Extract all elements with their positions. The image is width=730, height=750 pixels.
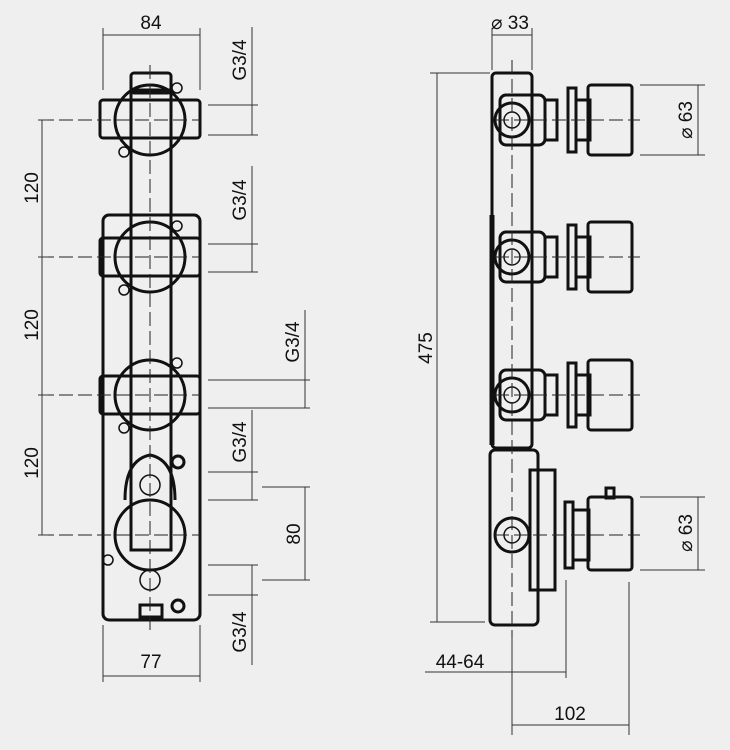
dim-width-top: 84	[140, 13, 162, 34]
thread-label-1: G3/4	[230, 39, 251, 81]
centerlines	[40, 65, 200, 630]
dim-width-bottom: 77	[140, 652, 161, 673]
front-dimension-lines	[38, 27, 310, 682]
knobs	[543, 83, 634, 572]
dim-depth-range: 44-64	[436, 652, 485, 673]
front-body	[101, 213, 202, 622]
front-pipe	[129, 88, 173, 552]
side-centerlines	[495, 60, 640, 640]
front-view: 84 77 120 120 120 80 G3/4 G3/4 G3/4 G3/4…	[22, 13, 310, 682]
dim-depth-total: 102	[554, 704, 586, 725]
dim-spacing-2: 120	[22, 309, 43, 341]
dim-spacing-1: 120	[22, 172, 43, 204]
dim-spacing-lower: 80	[284, 523, 305, 544]
dim-spacing-3: 120	[22, 447, 43, 479]
thread-label-5: G3/4	[230, 611, 251, 653]
top-cap	[129, 71, 173, 95]
side-view: ⌀ 33 475 ⌀ 63 ⌀ 63 44-64 102	[416, 13, 705, 735]
thread-label-2: G3/4	[230, 179, 251, 221]
screws	[102, 82, 186, 614]
side-dimension-lines	[425, 28, 705, 735]
dim-knob-diameter-bottom: ⌀ 63	[676, 514, 697, 552]
thread-label-3: G3/4	[283, 321, 304, 363]
thermostat-box	[528, 468, 557, 592]
dim-knob-diameter-top: ⌀ 63	[676, 101, 697, 139]
thermostat-body	[488, 448, 540, 627]
thread-label-4: G3/4	[230, 421, 251, 463]
dim-pipe-diameter: ⌀ 33	[491, 13, 529, 34]
dim-height: 475	[416, 332, 437, 364]
